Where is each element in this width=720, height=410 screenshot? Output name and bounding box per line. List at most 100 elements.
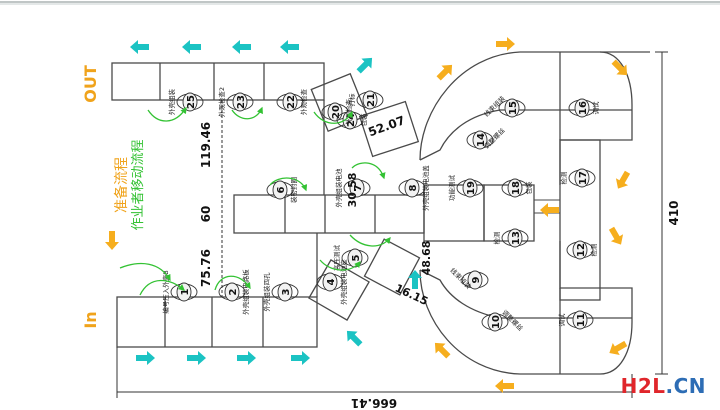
station-1: 1 (170, 282, 198, 302)
station-number: 4 (326, 278, 337, 285)
out-label: OUT (81, 65, 100, 103)
lobe-arrow-5 (608, 226, 624, 245)
in-arrow-1 (136, 351, 155, 365)
station-name-7: 外壳组装电池 (334, 168, 343, 208)
station-name-5: 高压测试 (332, 245, 341, 272)
lobe-arrow-2 (436, 64, 453, 81)
station-name-2: 外壳组装电路板 (241, 269, 250, 315)
station-number: 5 (351, 254, 362, 261)
station-name-19: 功能测试 (447, 175, 456, 202)
station-number: 8 (408, 184, 419, 191)
in-label: In (81, 311, 100, 328)
dim-d1: 119.46 (199, 122, 213, 168)
station-number: 12 (576, 243, 587, 257)
lobe-arrow-7 (495, 379, 514, 393)
out-arrow-3 (232, 40, 251, 54)
dim-d2: 60 (199, 206, 213, 223)
dim-d5: 30.58 (346, 173, 359, 208)
station-name-15: 线束组装 (482, 94, 507, 119)
station-number: 23 (236, 95, 247, 109)
legend-material-label: 准备流程 (113, 157, 130, 213)
station-3: 3 (271, 282, 299, 302)
dim-d6: 48.68 (420, 241, 433, 276)
station-name-4: 外壳组装电池座 (339, 259, 348, 305)
station-8: 8 (398, 178, 426, 198)
station-name-6: 装密封圈 (289, 177, 298, 203)
lobe-arrow-6 (609, 340, 628, 356)
station-2: 2 (218, 282, 246, 302)
station-number: 13 (511, 231, 522, 245)
dim-d7: 16.15 (393, 282, 430, 308)
station-14: 14 (466, 130, 494, 150)
station-name-21: 打标 (347, 93, 356, 107)
station-name-1: 编号压入外壳B (161, 270, 170, 313)
in-arrow-3 (237, 351, 256, 365)
lobe-arrow-3 (611, 59, 628, 76)
station-13: 13 (501, 228, 529, 248)
station-number: 2 (228, 288, 239, 295)
station-name-10: 调整螺丝 (500, 308, 525, 333)
station-number: 9 (471, 276, 482, 283)
station-number: 21 (366, 93, 377, 107)
station-number: 22 (286, 95, 297, 109)
station-name-22: 外观检查 (299, 89, 308, 116)
station-name-8: 外壳组装电池盖 (421, 165, 430, 211)
dim-d9: 666.41 (351, 396, 397, 410)
station-11: 11 (566, 310, 594, 330)
station-name-17: 检测 (559, 171, 568, 185)
station-name-18: 包装 (524, 181, 533, 195)
station-21: 21 (356, 90, 384, 110)
station-name-11: 调试 (557, 313, 566, 327)
top-diagonal-arrow (356, 57, 373, 74)
lobe-arrow-8 (434, 342, 451, 359)
bottom-diagonal-arrow (346, 330, 363, 347)
station-22: 22 (276, 92, 304, 112)
station-number: 1 (180, 288, 191, 295)
station-12: 12 (566, 240, 594, 260)
station-16: 16 (568, 98, 596, 118)
station-number: 25 (186, 95, 197, 109)
station-name-16: 调试 (591, 101, 600, 115)
station-number: 11 (576, 313, 587, 327)
station-23: 23 (226, 92, 254, 112)
station-number: 16 (578, 101, 589, 115)
dim-d4: 52.07 (366, 113, 406, 139)
station-number: 24 (346, 113, 357, 127)
lobe-arrow-4 (615, 170, 631, 189)
watermark-suffix: .CN (665, 374, 706, 398)
flow-arrows (105, 37, 631, 393)
station-number: 20 (331, 105, 342, 119)
station-7: 7 (343, 178, 371, 198)
station-number: 10 (491, 315, 502, 329)
watermark: H2L.CN (621, 374, 706, 398)
text-labels: OUT In 准备流程 作业者移动流程 119.46 60 75.76 52.0… (81, 65, 681, 410)
station-4: 4 (316, 272, 344, 292)
legend-worker-label: 作业者移动流程 (131, 139, 146, 230)
station-name-3: 外壳组装四孔 (262, 272, 271, 312)
dim-d8: 410 (667, 200, 681, 225)
out-arrow-2 (182, 40, 201, 54)
station-number: 17 (578, 171, 589, 185)
dimension-lines (116, 51, 668, 398)
station-17: 17 (568, 168, 596, 188)
station-9: 9 (461, 270, 489, 290)
station-number: 15 (508, 101, 519, 115)
station-name-24: 包装 (359, 113, 368, 127)
mid-cyan-arrow (408, 270, 422, 289)
station-name-13: 检测 (492, 231, 501, 245)
station-18: 18 (501, 178, 529, 198)
station-name-23: 外观检查2 (217, 87, 226, 117)
in-arrow-4 (291, 351, 310, 365)
station-19: 19 (456, 178, 484, 198)
out-arrow-4 (280, 40, 299, 54)
station-number: 6 (276, 186, 287, 193)
station-number: 7 (353, 184, 364, 191)
watermark-brand: H2L (620, 374, 666, 398)
station-25: 25 (176, 92, 204, 112)
station-15: 15 (498, 98, 526, 118)
station-name-12: 检测 (589, 243, 598, 257)
lobe-arrow-1 (496, 37, 515, 51)
out-arrow-1 (130, 40, 149, 54)
